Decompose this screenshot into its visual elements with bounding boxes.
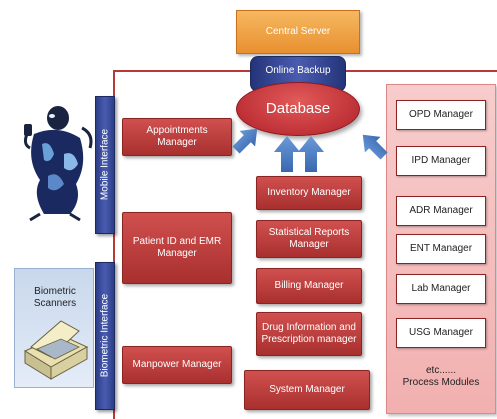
appointments-manager-label: Appointments Manager <box>146 125 208 148</box>
statistical-reports-manager-box: Statistical Reports Manager <box>256 220 362 258</box>
arrow-center-right-up <box>298 136 324 172</box>
frame-left-line <box>113 70 115 419</box>
online-backup-label: Online Backup <box>265 65 331 76</box>
manpower-manager-label: Manpower Manager <box>132 359 222 370</box>
database-ellipse: Database <box>236 82 360 136</box>
statistical-reports-manager-label: Statistical Reports Manager <box>268 227 350 250</box>
manpower-manager-box: Manpower Manager <box>122 346 232 384</box>
database-label: Database <box>265 100 331 117</box>
opd-manager-label: OPD Manager <box>409 109 473 120</box>
billing-manager-box: Billing Manager <box>256 268 362 304</box>
mobile-user-icon <box>23 106 93 222</box>
adr-manager-label: ADR Manager <box>409 205 473 216</box>
usg-manager-label: USG Manager <box>409 327 473 338</box>
central-server-label: Central Server <box>265 26 331 37</box>
adr-manager-box: ADR Manager <box>396 196 486 226</box>
ipd-manager-label: IPD Manager <box>411 155 471 166</box>
scanner-icon <box>23 320 89 380</box>
billing-manager-label: Billing Manager <box>274 280 344 291</box>
biometric-scanners-label: Biometric Scanners <box>33 286 77 309</box>
arrow-process-to-database <box>362 134 388 160</box>
process-modules-footer: etc...... Process Modules <box>402 365 480 388</box>
lab-manager-box: Lab Manager <box>396 274 486 304</box>
ipd-manager-box: IPD Manager <box>396 146 486 176</box>
ent-manager-box: ENT Manager <box>396 234 486 264</box>
ent-manager-label: ENT Manager <box>409 243 473 254</box>
system-manager-label: System Manager <box>269 384 345 395</box>
inventory-manager-label: Inventory Manager <box>267 187 351 198</box>
appointments-manager-box: Appointments Manager <box>122 118 232 156</box>
biometric-scanners-area: Biometric Scanners <box>14 268 94 388</box>
system-manager-box: System Manager <box>244 370 370 410</box>
arrow-appointments-to-database <box>232 128 258 154</box>
patient-id-emr-manager-box: Patient ID and EMR Manager <box>122 212 232 284</box>
lab-manager-label: Lab Manager <box>411 283 471 294</box>
mobile-interface-panel: Mobile Interface <box>95 96 115 234</box>
drug-information-manager-label: Drug Information and Prescription manage… <box>261 322 357 345</box>
patient-id-emr-manager-label: Patient ID and EMR Manager <box>132 236 222 259</box>
arrow-center-left-up <box>274 136 300 172</box>
inventory-manager-box: Inventory Manager <box>256 176 362 210</box>
central-server-box: Central Server <box>236 10 360 54</box>
usg-manager-box: USG Manager <box>396 318 486 348</box>
drug-information-manager-box: Drug Information and Prescription manage… <box>256 312 362 356</box>
mobile-user-illustration <box>20 104 100 222</box>
biometric-interface-panel: Biometric Interface <box>95 262 115 410</box>
opd-manager-box: OPD Manager <box>396 100 486 130</box>
